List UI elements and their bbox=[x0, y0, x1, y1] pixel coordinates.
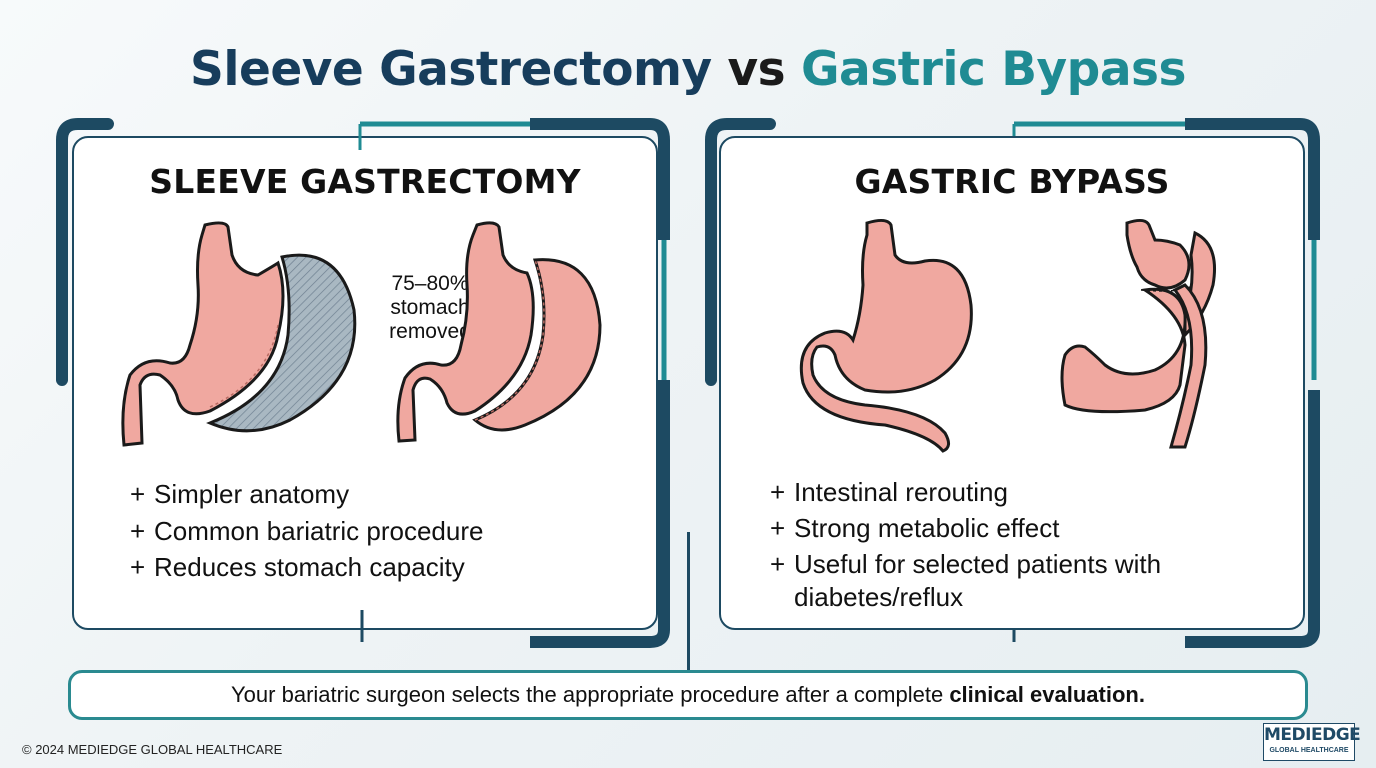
list-item: Common bariatric procedure bbox=[130, 513, 650, 550]
normal-stomach-illustration bbox=[799, 218, 973, 453]
list-item: Intestinal rerouting bbox=[770, 476, 1290, 509]
title-vs: vs bbox=[727, 42, 786, 97]
sleeve-heading: SLEEVE GASTRECTOMY bbox=[149, 162, 581, 201]
logo-tagline: GLOBAL HEALTHCARE bbox=[1269, 747, 1349, 754]
removed-stomach-portion bbox=[206, 253, 357, 433]
title-sleeve: Sleeve Gastrectomy bbox=[189, 42, 712, 97]
annotation-percent: 75–80% bbox=[391, 272, 469, 295]
logo-name: MEDIEDGE bbox=[1264, 725, 1361, 745]
banner-emphasis: clinical evaluation. bbox=[949, 682, 1145, 707]
bypass-result-illustration bbox=[1060, 218, 1216, 449]
page-title: Sleeve Gastrectomy vs Gastric Bypass bbox=[0, 38, 1376, 102]
sleeve-result-illustration bbox=[396, 221, 602, 443]
stomach-with-removed-portion-illustration bbox=[121, 221, 357, 447]
removal-annotation: 75–80% stomach removed bbox=[368, 272, 492, 344]
list-item: Reduces stomach capacity bbox=[130, 549, 650, 586]
list-item: Useful for selected patients with diabet… bbox=[770, 548, 1290, 614]
title-bypass: Gastric Bypass bbox=[800, 42, 1187, 97]
list-item: Strong metabolic effect bbox=[770, 512, 1290, 545]
sleeve-benefits-list: Simpler anatomy Common bariatric procedu… bbox=[130, 476, 650, 586]
mediedge-logo: MEDIEDGE GLOBAL HEALTHCARE bbox=[1263, 723, 1361, 761]
connector-line bbox=[687, 532, 690, 670]
list-item: Simpler anatomy bbox=[130, 476, 650, 513]
summary-banner: Your bariatric surgeon selects the appro… bbox=[68, 670, 1308, 720]
annotation-line2: stomach bbox=[390, 296, 470, 319]
annotation-line3: removed bbox=[389, 320, 471, 343]
bypass-benefits-list: Intestinal rerouting Strong metabolic ef… bbox=[770, 476, 1290, 617]
bypass-heading: GASTRIC BYPASS bbox=[854, 162, 1170, 201]
copyright-footer: © 2024 MEDIEDGE GLOBAL HEALTHCARE bbox=[22, 742, 283, 757]
banner-text: Your bariatric surgeon selects the appro… bbox=[231, 682, 944, 707]
